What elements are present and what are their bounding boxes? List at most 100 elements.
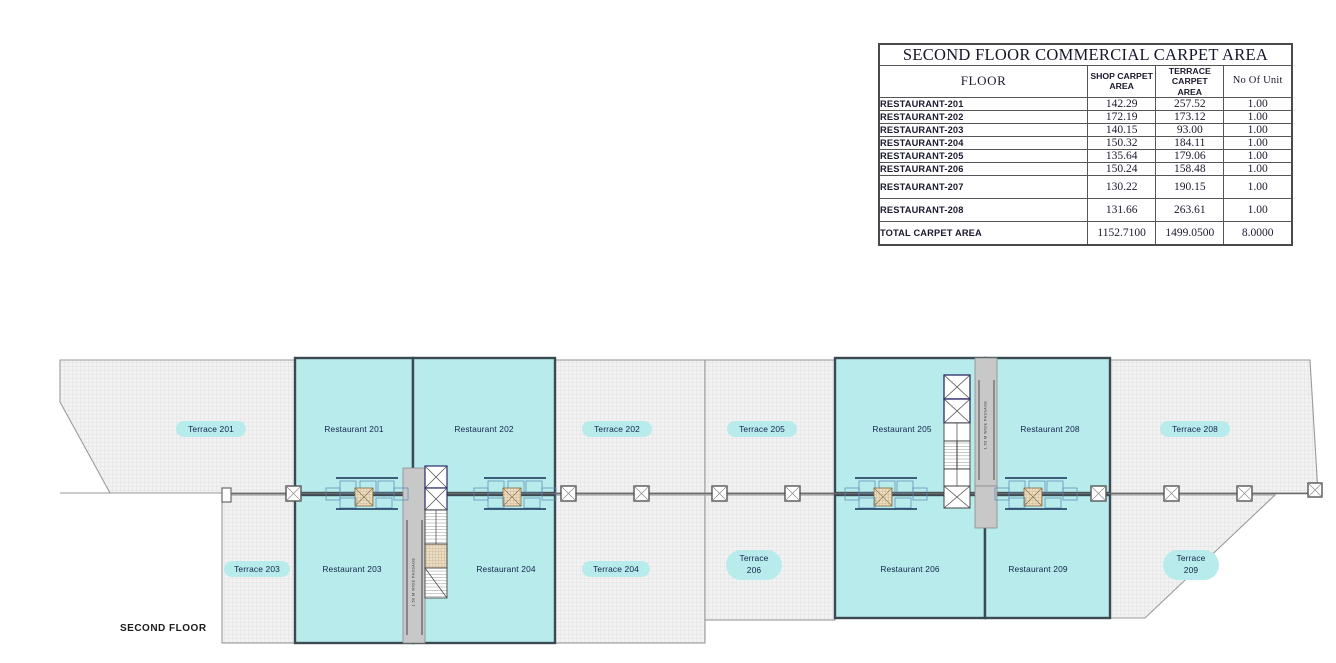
- row-floor-name: RESTAURANT-201: [878, 96, 1089, 111]
- lift-car-upper-right: [943, 374, 971, 400]
- label-terrace-206-line1: Terrace: [740, 553, 769, 563]
- stair-flight-left: [424, 509, 448, 569]
- restaurant-206-unit: [833, 493, 987, 620]
- space-labels-upper: Terrace 201 Restaurant 201 Restaurant 20…: [176, 421, 1230, 437]
- label-restaurant-206: Restaurant 206: [880, 564, 940, 574]
- label-restaurant-204: Restaurant 204: [476, 564, 536, 574]
- label-terrace-203: Terrace 203: [224, 561, 290, 577]
- row-no-of-unit: 1.00: [1223, 135, 1293, 150]
- shop-hdr-line2: AREA: [1109, 81, 1134, 92]
- row-no-of-unit: 1.00: [1223, 161, 1293, 176]
- label-terrace-208: Terrace 208: [1160, 421, 1230, 437]
- right-core-passage: 1.50 M WIDE PASSAGE: [974, 357, 998, 529]
- column-icon: [1307, 482, 1323, 498]
- label-terrace-206-line2: 206: [747, 565, 762, 575]
- passage-label-vertical-right: 1.50 M WIDE PASSAGE: [984, 401, 988, 450]
- total-no-of-unit: 8.0000: [1223, 220, 1293, 246]
- row-floor-name: RESTAURANT-205: [878, 148, 1089, 163]
- column-icon: [711, 485, 728, 502]
- label-terrace-205: Terrace 205: [727, 421, 797, 437]
- left-lift-stair-core: [424, 465, 448, 599]
- label-restaurant-209: Restaurant 209: [1008, 564, 1068, 574]
- stair-landing-right-lower: [943, 468, 971, 487]
- row-shop-area: 130.22: [1087, 174, 1157, 199]
- row-terrace-area: 173.12: [1155, 109, 1225, 124]
- column-header-no-of-unit: No Of Unit: [1223, 65, 1293, 98]
- row-shop-area: 142.29: [1087, 96, 1157, 111]
- label-terrace-209: Terrace 209: [1163, 550, 1219, 580]
- label-restaurant-201: Restaurant 201: [324, 424, 384, 434]
- column-icon: [633, 485, 650, 502]
- label-restaurant-208: Restaurant 208: [1020, 424, 1080, 434]
- second-floor-plan: 1.50 M WIDE PASSAGE 1.50 M WIDE PA: [0, 350, 1336, 663]
- column-icon: [1236, 485, 1253, 502]
- label-terrace-209-line2: 209: [1184, 565, 1199, 575]
- carpet-area-table-container: SECOND FLOOR COMMERCIAL CARPET AREA FLOO…: [878, 43, 1293, 246]
- central-corridor-wall: [60, 492, 1318, 495]
- toilet-block-202-204: [473, 477, 557, 510]
- table-row: RESTAURANT-208 131.66 263.61 1.00: [878, 197, 1293, 222]
- restaurant-209-unit: [983, 493, 1112, 620]
- row-floor-name: RESTAURANT-204: [878, 135, 1089, 150]
- column-icon: [560, 485, 577, 502]
- total-label: TOTAL CARPET AREA: [878, 220, 1089, 246]
- row-no-of-unit: 1.00: [1223, 122, 1293, 137]
- label-terrace-208-text: Terrace 208: [1172, 424, 1218, 434]
- toilet-block-201-203: [325, 477, 409, 510]
- terrace-hdr-line3: AREA: [1177, 86, 1203, 97]
- label-terrace-206: Terrace 206: [726, 550, 782, 580]
- left-core-passage: 1.50 M WIDE PASSAGE: [402, 467, 426, 644]
- passage-label-vertical: 1.50 M WIDE PASSAGE: [412, 558, 416, 607]
- space-labels-lower: Terrace 203 Restaurant 203 Restaurant 20…: [224, 550, 1219, 580]
- column-markers: [221, 482, 1323, 503]
- carpet-area-table: SECOND FLOOR COMMERCIAL CARPET AREA FLOO…: [878, 43, 1293, 246]
- column-header-terrace-carpet-area: TERRACE CARPET AREA: [1155, 65, 1225, 98]
- row-terrace-area: 184.11: [1155, 135, 1225, 150]
- row-terrace-area: 179.06: [1155, 148, 1225, 163]
- row-no-of-unit: 1.00: [1223, 148, 1293, 163]
- row-floor-name: RESTAURANT-203: [878, 122, 1089, 137]
- column-header-shop-carpet-area: SHOP CARPET AREA: [1087, 65, 1157, 98]
- label-terrace-204-text: Terrace 204: [593, 564, 639, 574]
- toilet-block-208-209: [994, 477, 1078, 510]
- row-floor-name: RESTAURANT-207: [878, 174, 1089, 199]
- table-row: RESTAURANT-205 135.64 179.06 1.00: [878, 148, 1293, 163]
- row-terrace-area: 263.61: [1155, 197, 1225, 222]
- column-header-floor: FLOOR: [878, 65, 1089, 98]
- row-floor-name: RESTAURANT-202: [878, 109, 1089, 124]
- table-row: RESTAURANT-207 130.22 190.15 1.00: [878, 174, 1293, 199]
- row-terrace-area: 190.15: [1155, 174, 1225, 199]
- row-floor-name: RESTAURANT-206: [878, 161, 1089, 176]
- row-no-of-unit: 1.00: [1223, 197, 1293, 222]
- row-no-of-unit: 1.00: [1223, 109, 1293, 124]
- table-header-row: FLOOR SHOP CARPET AREA TERRACE CARPET AR…: [878, 65, 1293, 98]
- row-terrace-area: 257.52: [1155, 96, 1225, 111]
- row-shop-area: 150.32: [1087, 135, 1157, 150]
- column-icon: [285, 485, 302, 502]
- label-restaurant-202: Restaurant 202: [454, 424, 514, 434]
- label-terrace-209-line1: Terrace: [1177, 553, 1206, 563]
- second-floor-label: SECOND FLOOR: [120, 623, 207, 634]
- toilet-block-205-206: [844, 477, 928, 510]
- label-terrace-205-text: Terrace 205: [739, 424, 785, 434]
- table-row: RESTAURANT-202 172.19 173.12 1.00: [878, 109, 1293, 124]
- shaft-right-bottom: [943, 485, 971, 509]
- stair-flight-left-lower: [424, 567, 448, 599]
- label-terrace-204: Terrace 204: [582, 561, 650, 577]
- table-row: RESTAURANT-201 142.29 257.52 1.00: [878, 96, 1293, 111]
- table-row: RESTAURANT-204 150.32 184.11 1.00: [878, 135, 1293, 150]
- row-shop-area: 150.24: [1087, 161, 1157, 176]
- table-row: RESTAURANT-206 150.24 158.48 1.00: [878, 161, 1293, 176]
- column-icon: [784, 485, 801, 502]
- column-icon: [1163, 485, 1180, 502]
- row-terrace-area: 158.48: [1155, 161, 1225, 176]
- shop-hdr-line1: SHOP CARPET: [1090, 71, 1153, 82]
- terrace-hdr-line1: TERRACE: [1168, 66, 1211, 76]
- column-icon: [1090, 485, 1107, 502]
- row-floor-name: RESTAURANT-208: [878, 197, 1089, 222]
- label-terrace-203-text: Terrace 203: [234, 564, 280, 574]
- lift-car-lower-right: [943, 398, 971, 424]
- row-shop-area: 131.66: [1087, 197, 1157, 222]
- label-restaurant-205: Restaurant 205: [872, 424, 932, 434]
- table-title-row: SECOND FLOOR COMMERCIAL CARPET AREA: [878, 43, 1293, 66]
